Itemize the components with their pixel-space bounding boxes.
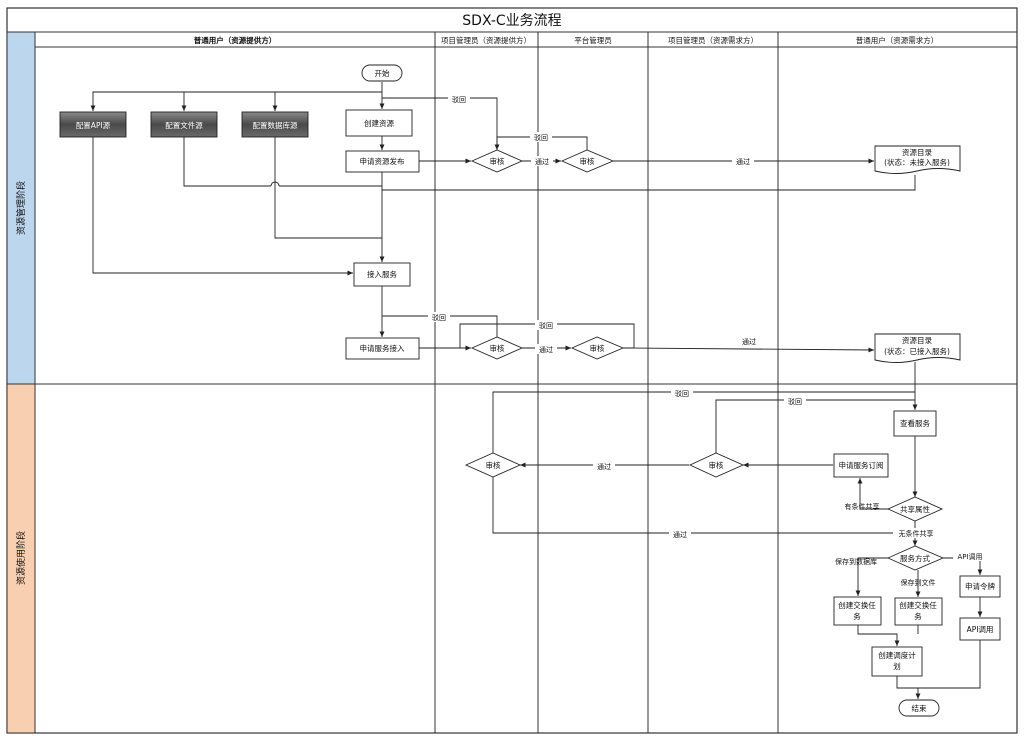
- resource-catalog-1-title: 资源目录: [902, 147, 932, 157]
- edge-label-reject: 驳回: [788, 398, 802, 406]
- api-call-node: [959, 617, 1001, 641]
- review-decision-5-label: 审核: [709, 460, 724, 470]
- access-service-node-label: 接入服务: [367, 269, 397, 279]
- review-decision-3: [470, 336, 524, 360]
- apply-token-node-label: 申请令牌: [965, 581, 995, 591]
- review-decision-2-label: 审核: [580, 156, 595, 166]
- start-node: [361, 64, 403, 82]
- phase-use-band: [6, 383, 36, 734]
- lane-header-platform-admin: 平台管理员: [574, 35, 612, 45]
- apply-access-node: [345, 337, 420, 360]
- apply-publish-node-label: 申请资源发布: [360, 156, 405, 166]
- share-attribute-decision-label: 共享属性: [900, 504, 930, 514]
- review-decision-6: [464, 452, 522, 478]
- resource-catalog-1-status: (状态：未接入服务): [884, 157, 950, 167]
- review-decision-6-label: 审核: [486, 460, 501, 470]
- edge-label-reject: 驳回: [539, 322, 553, 330]
- edge-label-pass: 通过: [673, 530, 687, 539]
- phase-manage-band: [6, 31, 36, 385]
- start-node-label: 开始: [375, 68, 390, 78]
- config-api-node: [59, 111, 127, 138]
- edge-label-reject: 驳回: [452, 96, 466, 104]
- connector-labels: 驳回 驳回 通过 通过 驳回 驳回 通过 通过 驳回 驳回 通过 通过 有条件共…: [428, 94, 987, 587]
- edge-label-pass: 通过: [736, 157, 750, 166]
- diagram-title: SDX-C业务流程: [462, 13, 561, 29]
- create-schedule-line1: 创建调度计: [878, 650, 916, 660]
- edge-label-pass: 通过: [539, 345, 553, 354]
- create-schedule-line2: 划: [893, 661, 901, 671]
- resource-catalog-2-title: 资源目录: [902, 335, 932, 345]
- create-exchange-task-node-2: [894, 597, 943, 626]
- api-call-node-label: API调用: [967, 625, 994, 634]
- edge-label-reject: 驳回: [432, 314, 446, 322]
- edge-label-reject: 驳回: [534, 134, 548, 142]
- service-mode-decision: [886, 545, 945, 571]
- config-api-node-label: 配置API源: [76, 121, 111, 130]
- review-decision-4-label: 审核: [590, 343, 605, 353]
- view-service-node-label: 查看服务: [900, 418, 930, 428]
- create-exchange-task-2-line1: 创建交换任: [899, 600, 937, 610]
- review-decision-1-label: 审核: [490, 156, 505, 166]
- lane-header-consumer-user: 普通用户（资源需求方）: [856, 35, 939, 45]
- edge-label-conditional-share: 有条件共享: [845, 502, 880, 511]
- edge-label-save-to-file: 保存到文件: [901, 578, 936, 587]
- end-node-label: 结束: [912, 703, 927, 713]
- create-exchange-task-node-1: [833, 596, 882, 626]
- config-db-node: [241, 111, 309, 138]
- edge-label-pass: 通过: [535, 157, 549, 166]
- access-service-node: [353, 262, 411, 287]
- lane-header-pm-consumer: 项目管理员（资源需求方）: [668, 35, 758, 45]
- apply-subscribe-node-label: 申请服务订阅: [839, 460, 884, 470]
- resource-catalog-node-1: [874, 145, 961, 174]
- apply-subscribe-node: [833, 453, 889, 478]
- apply-publish-node: [345, 150, 420, 173]
- create-exchange-task-2-line2: 务: [914, 611, 922, 621]
- create-exchange-task-1-line2: 务: [853, 611, 861, 621]
- review-decision-1: [470, 149, 524, 173]
- review-decision-3-label: 审核: [490, 343, 505, 353]
- resource-catalog-node-2: [874, 333, 961, 363]
- create-exchange-task-1-line1: 创建交换任: [838, 600, 876, 610]
- review-decision-5: [688, 452, 745, 478]
- share-attribute-decision: [886, 496, 944, 522]
- create-resource-node: [345, 109, 413, 137]
- lane-header-pm-provider: 项目管理员（资源提供方）: [441, 35, 531, 45]
- nodes: 开始 配置API源 配置文件源 配置数据库源 创建资源 申请资源发布 审核 审核…: [59, 64, 1001, 717]
- apply-token-node: [959, 575, 1001, 598]
- config-db-node-label: 配置数据库源: [253, 120, 298, 130]
- end-node: [898, 699, 940, 717]
- service-mode-decision-label: 服务方式: [900, 553, 930, 563]
- config-file-node-label: 配置文件源: [165, 120, 203, 130]
- edge-label-unconditional-share: 无条件共享: [899, 529, 934, 538]
- apply-access-node-label: 申请服务接入: [360, 343, 405, 353]
- resource-catalog-2-status: (状态：已接入服务): [884, 346, 950, 356]
- config-file-node: [150, 111, 218, 138]
- review-decision-4: [570, 336, 625, 360]
- phase-use-label: 资源使用阶段: [15, 531, 27, 585]
- edge-label-pass: 通过: [742, 337, 756, 346]
- create-schedule-node: [871, 646, 923, 677]
- lane-header-provider-user: 普通用户（资源提供方）: [194, 35, 277, 45]
- view-service-node: [893, 410, 937, 437]
- phase-manage-label: 资源管理阶段: [15, 181, 27, 235]
- edge-label-reject: 驳回: [675, 390, 689, 398]
- create-resource-node-label: 创建资源: [364, 118, 394, 128]
- review-decision-2: [560, 149, 615, 173]
- edge-label-api-call: API调用: [957, 552, 982, 561]
- edge-label-pass: 通过: [597, 462, 611, 471]
- edge-label-save-to-db: 保存到数据库: [835, 557, 877, 566]
